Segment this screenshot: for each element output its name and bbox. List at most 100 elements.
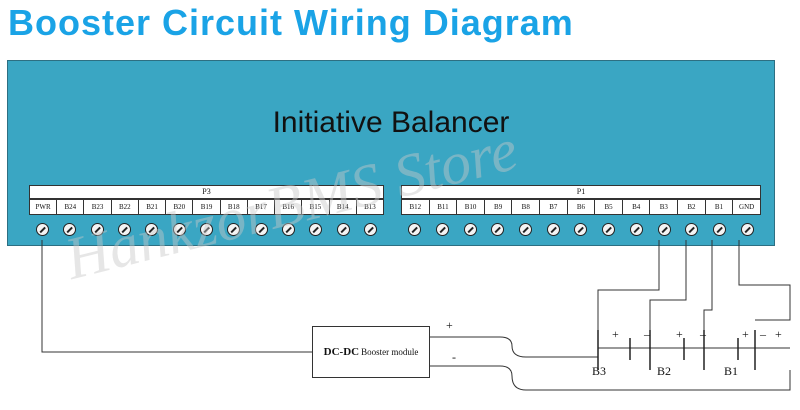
pin-label: B19 [193, 200, 221, 214]
terminal-slot [166, 216, 193, 242]
screw-terminal-icon [574, 222, 588, 236]
screw-terminal-icon [408, 222, 422, 236]
terminal-slot [193, 216, 220, 242]
terminal-slot [329, 216, 356, 242]
terminal-slot [484, 216, 512, 242]
pin-label: B15 [302, 200, 330, 214]
pin-label: B12 [402, 200, 430, 214]
terminal-slot [56, 216, 83, 242]
p3-terminal-row [29, 216, 384, 242]
screw-terminal-icon [491, 222, 505, 236]
terminal-slot [456, 216, 484, 242]
terminal-slot [567, 216, 595, 242]
screw-terminal-icon [90, 222, 104, 236]
battery-label-b3: B3 [592, 364, 607, 378]
pin-label: B3 [650, 200, 679, 214]
pin-label: B20 [166, 200, 194, 214]
screw-terminal-icon [309, 222, 323, 236]
pin-label: B22 [112, 200, 139, 214]
battery-sign: + [612, 327, 619, 341]
screw-terminal-icon [463, 222, 477, 236]
pin-label: B18 [221, 200, 248, 214]
terminal-slot [539, 216, 567, 242]
screw-terminal-icon [436, 222, 450, 236]
b1-wire [703, 240, 713, 370]
pin-label: B14 [330, 200, 357, 214]
terminal-slot [650, 216, 678, 242]
pin-label: B5 [595, 200, 623, 214]
pin-label: B13 [364, 203, 376, 211]
pin-label: PWR [30, 200, 58, 214]
terminal-slot [248, 216, 275, 242]
terminal-slot [623, 216, 651, 242]
p1-terminal-row [401, 216, 761, 242]
terminal-slot [111, 216, 138, 242]
screw-terminal-icon [118, 222, 132, 236]
screw-terminal-icon [336, 222, 350, 236]
terminal-slot [678, 216, 706, 242]
battery-sign: + [676, 327, 683, 341]
screw-terminal-icon [657, 222, 671, 236]
battery-sign: + [775, 327, 782, 341]
gnd-wire [738, 240, 791, 321]
terminal-slot [220, 216, 247, 242]
screw-terminal-icon [546, 222, 560, 236]
booster-minus-wire [430, 365, 791, 391]
screw-terminal-icon [281, 222, 295, 236]
pin-label: B24 [57, 200, 85, 214]
pin-label: B10 [457, 200, 485, 214]
battery-sign: – [760, 327, 766, 341]
p1-connector-header: P1 [401, 185, 761, 199]
booster-label: Booster module [361, 347, 419, 357]
terminal-slot [302, 216, 329, 242]
battery-label-b1: B1 [724, 364, 739, 378]
screw-terminal-icon [36, 222, 50, 236]
booster-minus-sign: - [452, 350, 456, 364]
battery-sign: – [700, 327, 706, 341]
terminal-slot [138, 216, 165, 242]
board-label: Initiative Balancer [272, 106, 510, 139]
terminal-slot [595, 216, 623, 242]
screw-terminal-icon [363, 222, 377, 236]
screw-terminal-icon [172, 222, 186, 236]
screw-terminal-icon [227, 222, 241, 236]
battery-label-b2: B2 [657, 364, 672, 378]
battery-sign: – [644, 327, 650, 341]
pin-label: B23 [84, 200, 112, 214]
pin-label: B16 [275, 200, 303, 214]
screw-terminal-icon [685, 222, 699, 236]
screw-terminal-icon [712, 222, 726, 236]
pin-label: B8 [512, 200, 541, 214]
booster-type: DC-DC [323, 346, 360, 358]
booster-plus-wire [430, 336, 598, 358]
screw-terminal-icon [63, 222, 77, 236]
terminal-slot [429, 216, 457, 242]
pin-label: B11 [430, 200, 458, 214]
pin-label: B6 [568, 200, 596, 214]
pin-label: B7 [540, 200, 568, 214]
terminal-slot [275, 216, 302, 242]
screw-terminal-icon [254, 222, 268, 236]
terminal-slot [84, 216, 111, 242]
screw-terminal-icon [519, 222, 533, 236]
terminal-slot [733, 216, 761, 242]
terminal-slot [357, 216, 384, 242]
screw-terminal-icon [740, 222, 754, 236]
screw-terminal-icon [145, 222, 159, 236]
booster-plus-sign: + [446, 318, 453, 332]
terminal-slot [401, 216, 429, 242]
screw-terminal-icon [200, 222, 214, 236]
pin-label: B21 [139, 200, 167, 214]
pin-label: B17 [248, 200, 276, 214]
pin-label: B1 [706, 200, 734, 214]
pin-label: B2 [678, 200, 706, 214]
terminal-slot [512, 216, 540, 242]
b2-wire [649, 240, 687, 370]
screw-terminal-icon [602, 222, 616, 236]
pin-label: B9 [485, 200, 513, 214]
diagram-title: Booster Circuit Wiring Diagram [8, 2, 574, 43]
